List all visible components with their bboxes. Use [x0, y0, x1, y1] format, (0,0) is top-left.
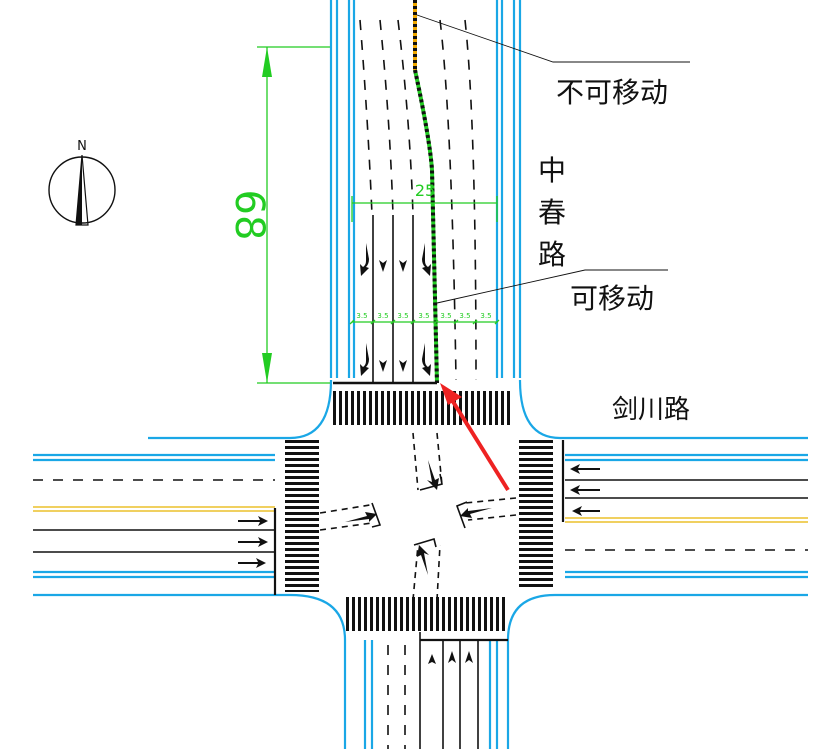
lane-width-label: 3.5 [377, 312, 388, 320]
left-turn-waiting-zones [319, 432, 517, 601]
leader-lines [416, 14, 690, 304]
lane-width-label: 3.5 [418, 312, 429, 320]
lane-width-label: 3.5 [480, 312, 491, 320]
lane-width-label: 3.5 [459, 312, 470, 320]
north-road-edges [148, 0, 808, 440]
width-dimension-label: 25 [415, 181, 435, 200]
compass-north-label: N [77, 139, 87, 154]
lane-width-labels: 3.5 3.5 3.5 3.5 3.5 3.5 3.5 [356, 312, 491, 320]
lane-width-label: 3.5 [440, 312, 451, 320]
lane-width-dimensions [349, 319, 500, 325]
road-name-ns-3: 路 [538, 238, 566, 271]
road-name-ew: 剑川路 [612, 395, 690, 425]
length-dimension-label: 68 [226, 190, 272, 241]
north-lane-arrows [360, 243, 431, 376]
east-road [506, 440, 808, 749]
road-name-ns-1: 中 [538, 154, 566, 187]
pointer-arrow [440, 383, 510, 492]
dimension-25 [351, 196, 498, 222]
boundary-line [413, 0, 439, 384]
fixed-segment-label: 不可移动 [556, 76, 668, 109]
dimension-68 [257, 46, 330, 384]
crosswalks [285, 391, 553, 631]
west-road [33, 453, 347, 749]
north-lane-lines [333, 19, 477, 385]
south-road [363, 632, 508, 749]
road-name-ns-2: 春 [538, 196, 566, 229]
lane-width-label: 3.5 [397, 312, 408, 320]
movable-segment-label: 可移动 [570, 282, 654, 315]
lane-width-label: 3.5 [356, 312, 367, 320]
north-compass-icon [48, 154, 116, 226]
